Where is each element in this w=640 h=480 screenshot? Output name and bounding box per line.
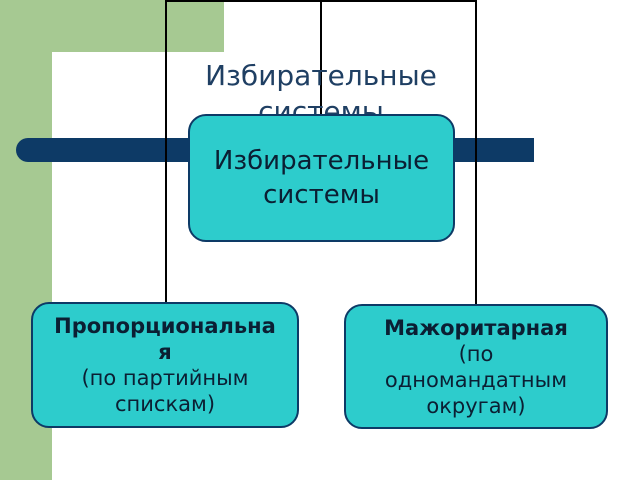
center-line-2: системы (263, 180, 380, 210)
node-proportional: Пропорциональна я (по партийным спискам) (31, 302, 299, 428)
decorative-green-top (52, 0, 224, 52)
right-title: Мажоритарная (384, 315, 568, 340)
left-title-line-1: Пропорциональна (54, 314, 276, 338)
connector-right-vertical (475, 0, 477, 304)
ghost-title: Избирательные системы (205, 59, 437, 118)
connector-left-vertical (165, 0, 167, 304)
left-sub-line-1: (по партийным (81, 366, 249, 390)
connector-center-vertical (320, 0, 322, 114)
right-sub-line-1: (по (458, 341, 494, 366)
node-majoritarian: Мажоритарная (по одномандатным округам) (344, 304, 608, 429)
right-sub-line-2: одномандатным (384, 367, 568, 392)
node-electoral-systems: Избирательные системы (188, 114, 455, 242)
center-line-1: Избирательные (213, 146, 430, 176)
right-sub-line-3: округам) (426, 393, 526, 418)
left-sub-line-2: спискам) (114, 392, 216, 416)
left-title-line-2: я (158, 340, 172, 364)
